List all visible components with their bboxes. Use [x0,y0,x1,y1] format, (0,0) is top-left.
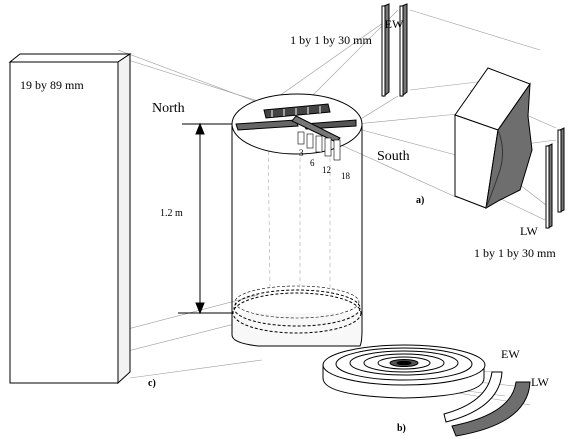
panel-a-label: a) [416,195,424,206]
lw-bottom-label: LW [531,375,549,389]
ew-top-label: EW [385,17,404,31]
ring-segments [443,371,531,437]
ring-disc [322,344,486,399]
panel-b-label: b) [397,423,406,434]
lw-right-dims: 1 by 1 by 30 mm [474,246,556,260]
south-label: South [377,149,410,164]
lw-sticks-right [545,127,565,229]
ring-label-6: 6 [310,158,315,168]
ring-label-12: 12 [322,165,331,175]
ew-bottom-label: EW [501,347,520,361]
wood-block [454,67,533,209]
height-label: 1.2 m [160,208,183,219]
north-label: North [152,101,185,116]
board [8,53,132,385]
panel-c-label: c) [148,378,156,389]
height-dimension [178,122,232,315]
ew-sticks-top [381,3,408,98]
stem-cylinder [231,93,363,347]
board-dims: 19 by 89 mm [20,78,84,92]
ew-top-dims: 1 by 1 by 30 mm [290,33,372,47]
ring-label-3: 3 [299,148,304,158]
lw-right-label: LW [520,224,538,238]
ring-label-18: 18 [341,171,351,181]
